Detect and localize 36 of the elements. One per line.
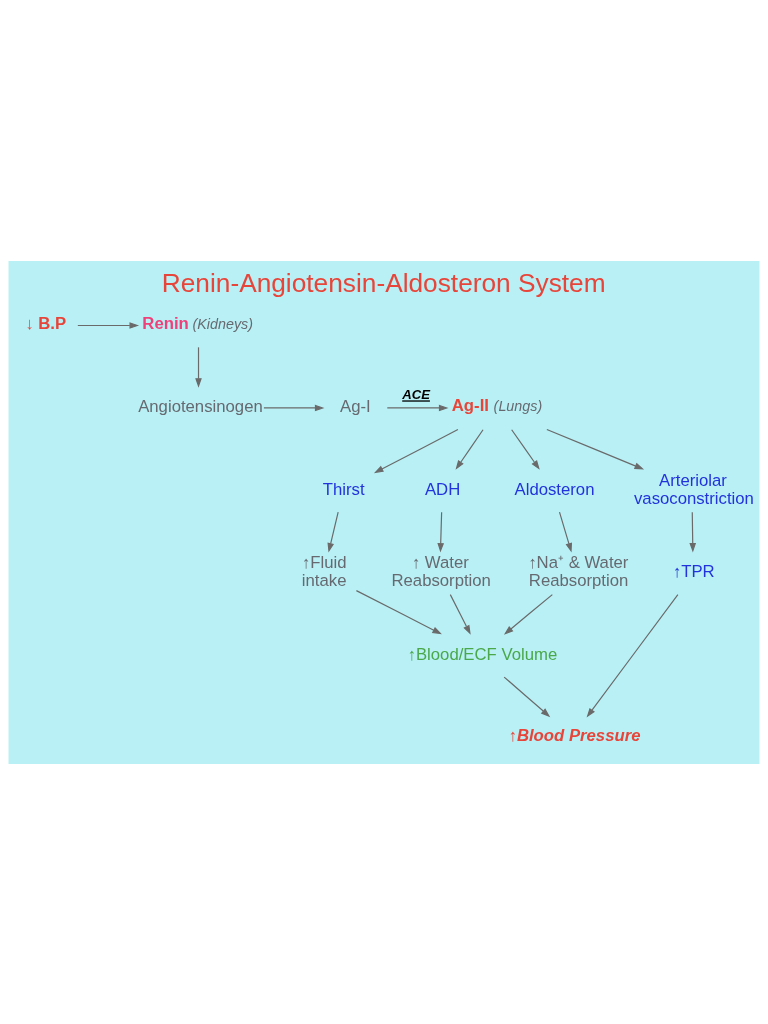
node-text: Renin [142,313,189,333]
arrow [263,404,325,411]
arrow [689,511,697,553]
edge-label: ACE [402,386,430,402]
arrow [195,346,202,388]
node-text: ↑Fluid intake [301,552,347,590]
arrow [386,404,449,411]
arrow [503,676,551,717]
node-text: ↑TPR [672,561,715,581]
node-text: ↑Na⁺ & Water Reabsorption [528,552,629,590]
node-text: Angiotensinogen [138,396,263,416]
arrow [455,428,484,470]
arrow [449,593,471,635]
arrow [437,511,445,553]
node-label: (Kidneys) [192,315,254,332]
node-text: ↑ Water Reabsorption [391,552,491,590]
node-text: Aldosteron [514,479,595,499]
arrow [327,511,339,553]
arrow [586,593,679,718]
arrow [511,428,540,470]
node-text: ↑Blood/ECF Volume [407,644,558,664]
node-text: ADH [424,479,461,499]
arrow [503,593,553,635]
arrow [355,589,442,634]
node-text: Arteriolar vasoconstriction [634,470,754,508]
node-text: ↑Blood Pressure [508,725,641,745]
node-text: Ag-I [340,396,371,416]
diagram-title: Renin-Angiotensin-Aldosteron System [161,267,606,298]
node-text: Ag-II [451,395,489,415]
arrow [77,321,140,329]
arrow [373,428,459,473]
arrow [558,511,573,553]
node-text: ↓ B.P [25,313,67,333]
arrow [546,428,645,469]
node-label: (Lungs) [493,397,543,414]
node-text: Thirst [322,479,365,499]
